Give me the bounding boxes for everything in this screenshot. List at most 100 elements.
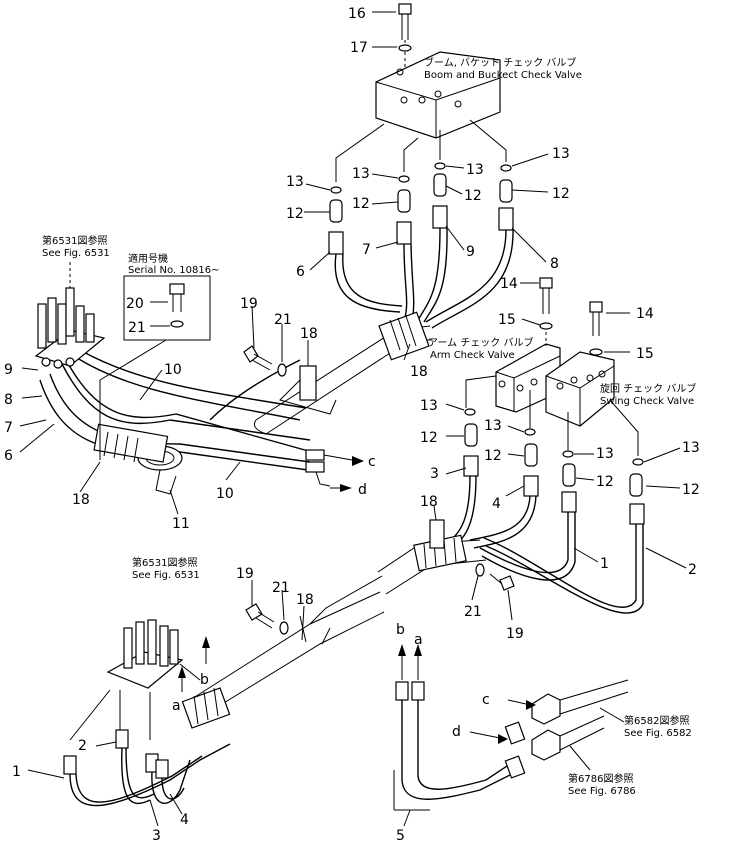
- note-boom-jp: ブーム, バケット チェック バルブ: [424, 56, 576, 69]
- callout-6: 6: [296, 264, 305, 280]
- note-fig6531-en: See Fig. 6531: [42, 248, 110, 259]
- callout-12: 12: [596, 474, 614, 490]
- callout-18: 18: [72, 492, 90, 508]
- note-fig6582-jp: 第6582図参照: [624, 714, 689, 727]
- callout-7: 7: [362, 242, 371, 258]
- fittings-c-d: [305, 449, 325, 473]
- callout-19: 19: [506, 626, 524, 642]
- callout-13: 13: [420, 398, 438, 414]
- callout-21: 21: [272, 580, 290, 596]
- callout-13: 13: [596, 446, 614, 462]
- callout-16: 16: [348, 6, 366, 22]
- callout-8: 8: [550, 256, 559, 272]
- callout-13: 13: [286, 174, 304, 190]
- note-fig6786-jp: 第6786図参照: [568, 772, 633, 785]
- callout-13: 13: [682, 440, 700, 456]
- callout-12: 12: [286, 206, 304, 222]
- note-boom-en: Boom and Buckect Check Valve: [424, 70, 582, 81]
- callout-21: 21: [128, 320, 146, 336]
- callout-18: 18: [410, 364, 428, 380]
- callout-13: 13: [352, 166, 370, 182]
- callout-3: 3: [152, 828, 161, 842]
- hose-fittings-lower: [463, 455, 645, 525]
- callout-12: 12: [552, 186, 570, 202]
- boom-bucket-check-valve: [375, 51, 501, 139]
- callout-10: 10: [216, 486, 234, 502]
- callout-15: 15: [636, 346, 654, 362]
- callout-19: 19: [240, 296, 258, 312]
- note-fig6531b-en: See Fig. 6531: [132, 570, 200, 581]
- callout-4: 4: [180, 812, 189, 828]
- callout-12: 12: [464, 188, 482, 204]
- label-a: a: [172, 698, 181, 714]
- callout-21: 21: [464, 604, 482, 620]
- callout-21: 21: [274, 312, 292, 328]
- note-swing-en: Swing Check Valve: [600, 396, 694, 407]
- note-fig6582-en: See Fig. 6582: [624, 728, 692, 739]
- serial-box: [99, 275, 211, 460]
- callout-18: 18: [296, 592, 314, 608]
- note-arm-jp: アーム チェック バルブ: [428, 336, 533, 349]
- washer-17: [398, 44, 412, 52]
- callout-17: 17: [350, 40, 368, 56]
- control-valve-lower-left: [69, 619, 201, 741]
- label-b: b: [200, 672, 209, 688]
- label-c: c: [482, 692, 490, 708]
- callout-12: 12: [420, 430, 438, 446]
- callout-7: 7: [4, 420, 13, 436]
- bolt-14-swing: [589, 301, 603, 356]
- callout-20: 20: [126, 296, 144, 312]
- note-serial-en: Serial No. 10816~: [128, 265, 219, 276]
- callout-13: 13: [466, 162, 484, 178]
- callout-19: 19: [236, 566, 254, 582]
- callout-2: 2: [78, 738, 87, 754]
- label-d: d: [452, 724, 461, 740]
- clamp-assembly-lower-left: [245, 603, 289, 635]
- callout-2: 2: [688, 562, 697, 578]
- label-a: a: [414, 632, 423, 648]
- callout-11: 11: [172, 516, 190, 532]
- clamp-assembly-top: [243, 345, 337, 415]
- elbows-12-top: [329, 173, 513, 223]
- o-rings-13-top: [330, 162, 512, 194]
- hose-5: [393, 681, 521, 811]
- callout-labels: 16 17 13 12 13 12 13 12 13 12 6 7 9 8 14…: [4, 6, 700, 842]
- note-fig6531-jp: 第6531図参照: [42, 234, 107, 247]
- callout-9: 9: [4, 362, 13, 378]
- hoses-lower: [445, 475, 644, 614]
- callout-18: 18: [420, 494, 438, 510]
- callout-1: 1: [600, 556, 609, 572]
- callout-12: 12: [682, 482, 700, 498]
- callout-5: 5: [396, 828, 405, 842]
- callout-10: 10: [164, 362, 182, 378]
- callout-4: 4: [492, 496, 501, 512]
- left-hose-bundle: [39, 349, 313, 495]
- callout-12: 12: [352, 196, 370, 212]
- note-swing-jp: 旋回 チェック バルブ: [600, 382, 696, 395]
- callout-9: 9: [466, 244, 475, 260]
- o-rings-13-lower: [464, 408, 644, 466]
- note-arm-en: Arm Check Valve: [430, 350, 515, 361]
- callout-18: 18: [300, 326, 318, 342]
- callout-3: 3: [430, 466, 439, 482]
- clamp-assembly-lower-right: [475, 563, 515, 591]
- note-fig6786-en: See Fig. 6786: [568, 786, 636, 797]
- callout-6: 6: [4, 448, 13, 464]
- elbows-12-lower: [464, 423, 643, 497]
- leader-lines: [19, 153, 687, 827]
- callout-13: 13: [484, 418, 502, 434]
- hoses-lower-left: [63, 729, 231, 807]
- hose-fittings-top: [328, 205, 514, 255]
- label-b: b: [396, 622, 405, 638]
- callout-8: 8: [4, 392, 13, 408]
- callout-14: 14: [500, 276, 518, 292]
- label-d: d: [358, 482, 367, 498]
- notes: ブーム, バケット チェック バルブ Boom and Buckect Chec…: [42, 56, 696, 797]
- swing-check-valve: [545, 351, 615, 427]
- callout-13: 13: [552, 146, 570, 162]
- control-valve-top-left: [34, 262, 106, 369]
- label-c: c: [368, 454, 376, 470]
- blocks-c-d: [504, 679, 629, 779]
- bolt-16: [398, 3, 412, 70]
